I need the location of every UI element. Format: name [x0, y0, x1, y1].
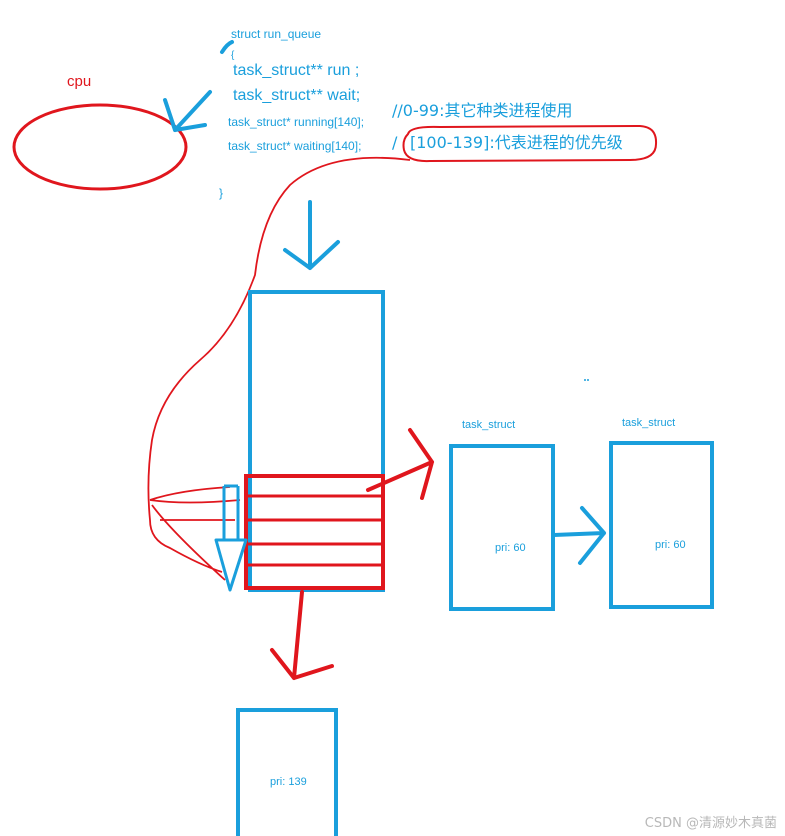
arrow-to-cpu: [163, 40, 234, 132]
code-line-struct: struct run_queue: [231, 27, 321, 41]
task2-header: task_struct: [622, 417, 675, 429]
priority-slots-highlight: [244, 474, 385, 590]
task2-priority: pri: 60: [655, 539, 686, 551]
comment-prefix-slash: /: [392, 133, 398, 152]
task1-priority: pri: 60: [495, 542, 526, 554]
code-line-open-brace: {: [231, 50, 235, 61]
code-line-waiting: task_struct* waiting[140];: [228, 139, 361, 153]
priority-pointer-curve: [147, 156, 411, 581]
stray-dot: [587, 379, 589, 381]
arrow-task1-to-task2: [552, 506, 606, 565]
code-line-wait: task_struct** wait;: [233, 87, 360, 104]
cpu-label: cpu: [67, 73, 91, 90]
arrow-to-array: [283, 200, 340, 270]
code-line-run: task_struct** run ;: [233, 62, 359, 79]
watermark: CSDN @清源妙木真菌: [645, 816, 777, 831]
comment-range-100-139: [100-139]:代表进程的优先级: [410, 133, 623, 152]
stray-dot: [584, 379, 586, 381]
task3-priority: pri: 139: [270, 776, 307, 788]
task3-box: [236, 708, 338, 836]
arrow-to-task1: [366, 428, 434, 500]
arrow-to-task3: [270, 590, 334, 680]
code-line-running: task_struct* running[140];: [228, 115, 364, 129]
comment-highlight-outline: [402, 124, 658, 163]
task1-header: task_struct: [462, 419, 515, 431]
scan-direction-arrow: [214, 484, 248, 592]
code-line-close-brace: }: [219, 186, 223, 200]
task2-box: [609, 441, 714, 609]
cpu-ellipse: [12, 103, 188, 191]
comment-range-0-99: //0-99:其它种类进程使用: [392, 101, 573, 120]
task1-box: [449, 444, 555, 611]
